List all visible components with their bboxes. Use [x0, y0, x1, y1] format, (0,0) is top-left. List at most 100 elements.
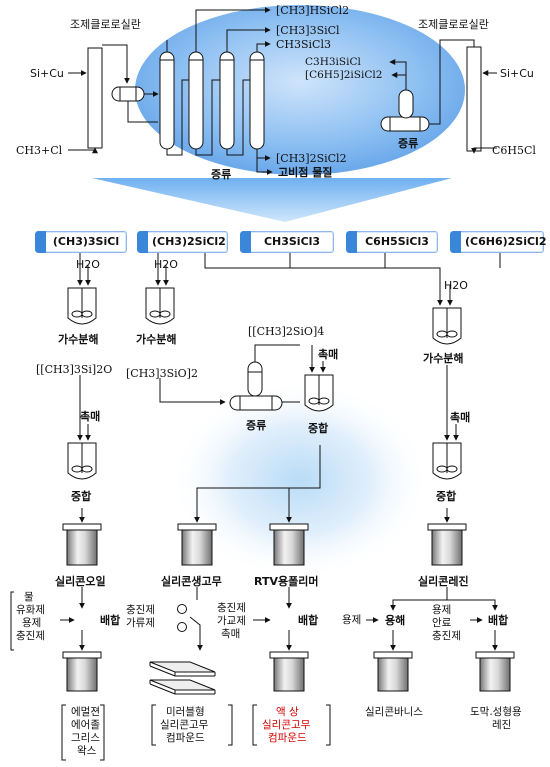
product-ch3sicl3: CH3SiCl3 [276, 38, 331, 51]
catalyst-label-3: 촉매 [450, 411, 471, 424]
funnel-arrow [92, 178, 452, 222]
polymerize-reactor-left [67, 442, 97, 480]
hydrolysis-reactor-1 [67, 287, 97, 325]
chip-label: CH3SiCl3 [263, 235, 321, 248]
drum-varnish [373, 651, 413, 692]
horizontal-drum-left [111, 86, 145, 102]
distill-label-left: 증류 [211, 168, 232, 181]
product-c3h3isicl: C3H3iSiCl [305, 56, 361, 68]
hydrolysis-label-2: 가수분해 [136, 333, 177, 346]
rubber-additive: 가류제 [126, 617, 155, 629]
oil-product: 에멀젼 [71, 706, 100, 718]
resin-additives-list: 용제 안료 충진제 [432, 604, 461, 643]
hydrolysis-label-3: 가수분해 [423, 352, 464, 365]
oil-product: 왁스 [77, 745, 97, 757]
product-ch3-3sicl: [CH3]3SiCl [276, 24, 340, 37]
chip-c6h6-2sicl2: (C6H6)2SiCl2 [450, 231, 547, 253]
drum-coating-resin [475, 651, 515, 692]
chip-label: C6H5SiCl3 [365, 235, 429, 248]
rubber-compound-sheets [149, 661, 216, 695]
feed-c6h5cl: C6H5Cl [492, 144, 536, 157]
h2o-label-1: H2O [76, 258, 100, 271]
siloxane-label-b: [CH3]3SiO]2 [126, 367, 198, 380]
hydrolysis-label-1: 가수분해 [58, 333, 99, 346]
crude-chlorosilane-right: 조제클로로실란 [418, 18, 489, 31]
rtv-additive: 촉매 [221, 628, 241, 640]
silicone-rubber-label: 실리콘생고무 [161, 575, 222, 588]
h2o-label-3: H2O [444, 279, 468, 292]
siloxane-label-a: [[CH3]3Si]2O [36, 363, 113, 376]
h2o-label-2: H2O [154, 258, 178, 271]
coating-products-list: 도막.성형용 레진 [470, 706, 522, 732]
feed-ch3-cl: CH3+Cl [16, 144, 63, 157]
rtv-product: 컴파운드 [268, 732, 307, 744]
resin-solvent-label: 용제 [342, 614, 362, 626]
chip-label: (CH3)3SiCl [52, 235, 120, 248]
product-c6h5-2isicl2: [C6H5]2iSiCl2 [305, 69, 383, 81]
oil-additive: 물 [24, 591, 34, 603]
silicone-resin-label: 실리콘레진 [418, 575, 469, 588]
hydrolysis-reactor-3 [432, 307, 462, 345]
rubber-additives-list: 충진제 가류제 [126, 604, 155, 630]
resin-additive: 안료 [432, 617, 452, 629]
cyclic-siloxane-label: [[CH3]2SiO]4 [248, 325, 325, 338]
mill-rollers [177, 604, 187, 632]
chip-ch3-3sicl: (CH3)3SiCl [35, 231, 127, 253]
dissolve-label: 용해 [385, 614, 406, 627]
resin-additive: 충진제 [432, 630, 461, 642]
oil-product: 에어졸 [71, 719, 100, 731]
rtv-additive: 가교제 [217, 615, 246, 627]
distill-column-4 [249, 51, 265, 150]
rtv-polymer-label: RTV용폴리머 [254, 575, 319, 588]
polymerize-reactor-right [432, 442, 462, 480]
silicone-oil-label: 실리콘오일 [55, 575, 106, 588]
catalyst-label-1: 촉매 [80, 410, 101, 423]
rtv-additives-list: 충진제 가교제 촉매 [217, 602, 246, 641]
product-high-boiling: 고비점 물질 [278, 166, 333, 179]
rubber-products-list: 미러블형 실리콘고무 컴파운드 [160, 706, 208, 745]
oil-product: 그리스 [71, 732, 100, 744]
drum-silicone-rubber [177, 523, 217, 566]
feed-si-cu-left: Si+Cu [30, 67, 64, 80]
rtv-product: 액 상 [276, 706, 299, 718]
drum-oil-product [62, 651, 102, 692]
oil-products-list: 에멀젼 에어졸 그리스 왁스 [71, 706, 100, 758]
drum-rtv-polymer [269, 523, 309, 566]
mix-label-rtv: 배합 [298, 614, 319, 627]
distill-column-3 [219, 51, 235, 150]
varnish-product-label: 실리콘바니스 [365, 706, 423, 718]
drum-rtv-product [269, 651, 309, 692]
middle-blue-glow [170, 380, 430, 580]
small-column-right [398, 89, 414, 119]
chip-c6h5sicl3: C6H5SiCl3 [346, 231, 438, 253]
polymerize-label-right: 중합 [436, 490, 457, 503]
oil-additive: 용제 [22, 617, 42, 629]
hydrolysis-reactor-2 [145, 287, 175, 325]
rtv-products-list: 액 상 실리콘고무 컴파운드 [262, 706, 310, 745]
rubber-product: 미러블형 [166, 706, 205, 718]
resin-additive: 용제 [432, 604, 452, 616]
drum-silicone-oil [62, 523, 102, 566]
rubber-product: 컴파운드 [166, 732, 205, 744]
distill-label-right: 증류 [398, 137, 419, 150]
chip-ch3-2sicl2: (CH3)2SiCl2 [137, 231, 228, 253]
mix-label-oil: 배합 [100, 614, 121, 627]
coating-product: 도막.성형용 [470, 706, 522, 718]
chip-label: (CH3)2SiCl2 [152, 235, 226, 248]
distill-column-middle [229, 361, 283, 411]
feed-si-cu-right: Si+Cu [500, 67, 534, 80]
chip-label: (C6H6)2SiCl2 [465, 235, 547, 248]
polymerize-label-left: 중합 [71, 490, 92, 503]
rtv-product: 실리콘고무 [262, 719, 311, 731]
distill-column-2 [188, 51, 204, 150]
top-blue-cloud [135, 5, 465, 175]
reactor-right [466, 46, 482, 152]
mix-label-resin: 배합 [488, 614, 509, 627]
rtv-additive: 충진제 [217, 602, 246, 614]
catalyst-label-2: 촉매 [318, 348, 339, 361]
crude-chlorosilane-left: 조제클로로실란 [70, 18, 141, 31]
oil-additives-list: 물 유화제 용제 충진제 [16, 591, 45, 643]
oil-additive: 유화제 [16, 604, 45, 616]
oil-additive: 충진제 [16, 630, 45, 642]
